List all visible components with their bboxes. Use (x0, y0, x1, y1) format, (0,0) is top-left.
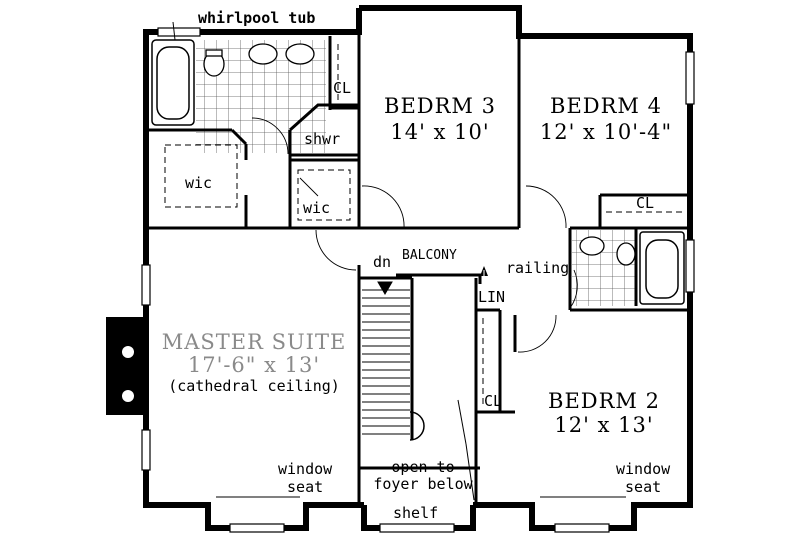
windows (141, 27, 695, 533)
bedroom-4-name: BEDRM 4 (550, 94, 662, 118)
label-wic-left: wic (185, 174, 213, 192)
window-seat-left-line1: window (278, 460, 333, 478)
staircase (362, 266, 488, 501)
whirlpool-tub (151, 21, 195, 126)
label-railing: railing (506, 259, 570, 277)
window-seat-right-label: window seat (616, 462, 670, 495)
label-linen: LIN (478, 288, 506, 306)
bedroom-3-size: 14' x 10' (390, 120, 490, 144)
closet-shelves (164, 44, 684, 405)
label-closet-bedroom4: CL (636, 194, 655, 212)
label-balcony: BALCONY (402, 248, 457, 263)
label-down: dn (373, 253, 392, 271)
master-suite-note: (cathedral ceiling) (168, 377, 340, 395)
window-seat-right-line2: seat (625, 478, 662, 496)
bedroom-3-label: BEDRM 3 14' x 10' (365, 96, 515, 143)
open-to-foyer-line1: open to (391, 458, 455, 476)
bedroom-4-size: 12' x 10'-4" (539, 120, 673, 144)
fireplace-chimney (106, 317, 146, 415)
interior-walls (146, 8, 690, 505)
label-closet-top: CL (333, 79, 352, 97)
master-suite-size: 17'-6" x 13' (187, 353, 321, 377)
bedroom-2-label: BEDRM 2 12' x 13' (524, 391, 684, 436)
label-closet-hall: CL (484, 392, 503, 410)
open-to-foyer-line2: foyer below (373, 475, 473, 494)
window-seat-left-label: window seat (278, 462, 332, 495)
bedroom-2-size: 12' x 13' (554, 413, 654, 437)
hall-bath-tub (639, 231, 685, 305)
window-seat-left-line2: seat (287, 478, 324, 496)
master-suite-label: MASTER SUITE 17'-6" x 13' (cathedral cei… (152, 332, 356, 394)
bedroom-3-name: BEDRM 3 (384, 94, 496, 118)
label-wic-right: wic (303, 199, 331, 217)
bedroom-2-name: BEDRM 2 (548, 389, 660, 413)
bath-fixtures (203, 43, 636, 266)
label-whirlpool-tub: whirlpool tub (198, 9, 316, 27)
bedroom-4-label: BEDRM 4 12' x 10'-4" (524, 96, 688, 143)
open-to-foyer-label: open to foyer below (370, 458, 476, 494)
window-seat-right-line1: window (616, 460, 671, 478)
master-suite-name: MASTER SUITE (161, 330, 347, 354)
label-shelf: shelf (393, 504, 439, 522)
label-shower: shwr (304, 130, 341, 148)
door-swings (251, 117, 578, 353)
